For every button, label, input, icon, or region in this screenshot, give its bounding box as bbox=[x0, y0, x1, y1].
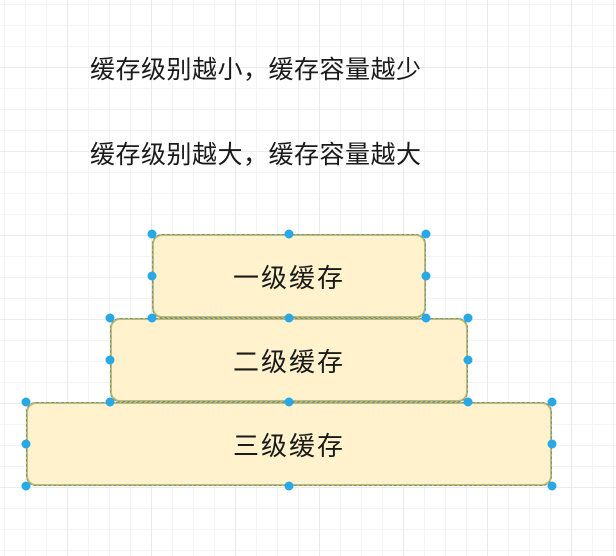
resize-handle[interactable] bbox=[463, 313, 473, 323]
resize-handle[interactable] bbox=[147, 271, 157, 281]
resize-handle[interactable] bbox=[421, 229, 431, 239]
resize-handle[interactable] bbox=[284, 229, 294, 239]
resize-handle[interactable] bbox=[284, 313, 294, 323]
text-note-cache-capacity-smaller[interactable]: 缓存级别越小，缓存容量越少 bbox=[90, 55, 422, 84]
resize-handle[interactable] bbox=[421, 313, 431, 323]
level-2-cache-label: 二级缓存 bbox=[232, 347, 345, 378]
level-1-cache-label: 一级缓存 bbox=[232, 263, 345, 294]
resize-handle[interactable] bbox=[21, 397, 31, 407]
resize-handle[interactable] bbox=[547, 397, 557, 407]
resize-handle[interactable] bbox=[547, 481, 557, 491]
level-1-cache-box[interactable]: 一级缓存 bbox=[152, 234, 426, 318]
resize-handle[interactable] bbox=[105, 397, 115, 407]
resize-handle[interactable] bbox=[547, 439, 557, 449]
resize-handle[interactable] bbox=[105, 355, 115, 365]
resize-handle[interactable] bbox=[284, 481, 294, 491]
level-3-cache-label: 三级缓存 bbox=[232, 431, 345, 462]
resize-handle[interactable] bbox=[147, 229, 157, 239]
resize-handle[interactable] bbox=[21, 481, 31, 491]
resize-handle[interactable] bbox=[105, 313, 115, 323]
resize-handle[interactable] bbox=[463, 355, 473, 365]
level-2-cache-box[interactable]: 二级缓存 bbox=[110, 318, 468, 402]
resize-handle[interactable] bbox=[463, 397, 473, 407]
resize-handle[interactable] bbox=[21, 439, 31, 449]
text-note-cache-capacity-larger[interactable]: 缓存级别越大，缓存容量越大 bbox=[90, 140, 422, 169]
level-3-cache-box[interactable]: 三级缓存 bbox=[26, 402, 552, 486]
resize-handle[interactable] bbox=[421, 271, 431, 281]
resize-handle[interactable] bbox=[284, 397, 294, 407]
resize-handle[interactable] bbox=[147, 313, 157, 323]
